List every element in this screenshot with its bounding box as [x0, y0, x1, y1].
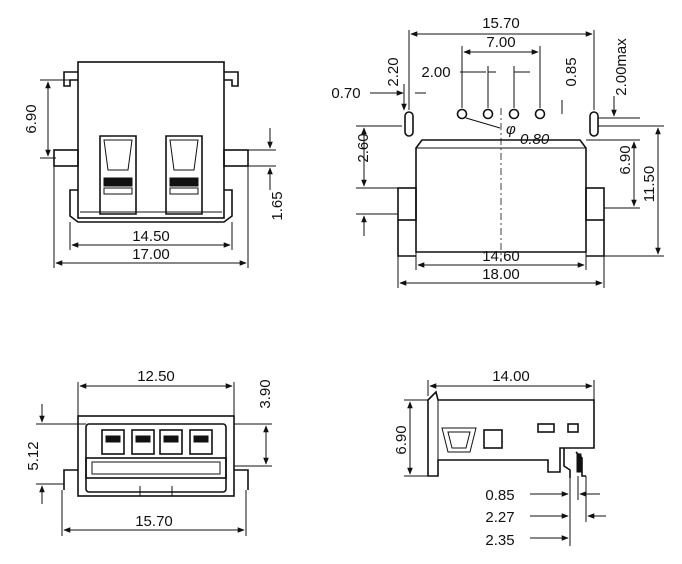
top-pin-1 — [456, 108, 468, 120]
dim-side-lead-085: 0.85 — [485, 487, 514, 504]
side-view: 14.00 6.90 0.85 2.27 2.35 — [393, 368, 606, 549]
dim-front-height: 6.90 — [23, 104, 40, 133]
dim-port-outer: 15.70 — [135, 513, 173, 530]
front-feet — [69, 189, 233, 223]
front-peg-right — [223, 149, 249, 167]
side-leg-1 — [563, 448, 571, 478]
dim-port-height-390: 3.90 — [257, 379, 274, 408]
port-tongue — [85, 457, 227, 479]
dim-top-height-690: 6.90 — [617, 145, 634, 174]
top-peg-left — [397, 187, 417, 221]
side-slot-1 — [537, 423, 555, 433]
side-slot-2 — [567, 423, 579, 433]
front-contact-right — [165, 135, 203, 215]
dim-top-offset: 2.60 — [355, 133, 372, 162]
top-pin-2 — [482, 108, 494, 120]
dim-top-height-1150: 11.50 — [641, 166, 658, 202]
dim-front-outer: 17.00 — [132, 246, 170, 263]
dim-top-lead-070: 0.70 — [331, 85, 360, 102]
dim-top-hole: 0.80 — [520, 131, 550, 148]
side-latch — [441, 427, 477, 453]
dim-top-lead-max: 2.00max — [613, 38, 630, 96]
dim-top-pitch: 7.00 — [486, 34, 515, 51]
dim-top-lead-220: 2.20 — [385, 57, 402, 86]
port-contact-4 — [189, 429, 213, 455]
dim-port-width: 12.50 — [137, 368, 175, 385]
dim-top-pin-pitch: 2.00 — [421, 64, 450, 81]
dim-side-length: 14.00 — [492, 368, 530, 385]
top-slot-left — [404, 111, 414, 137]
front-view: 6.90 1.65 14.50 17.00 — [23, 61, 286, 268]
top-slot-right — [589, 111, 599, 137]
port-contact-3 — [159, 429, 183, 455]
top-pin-3 — [508, 108, 520, 120]
front-peg-left — [53, 149, 79, 167]
dim-port-height-512: 5.12 — [25, 441, 42, 470]
front-body — [77, 61, 225, 219]
front-tab-left — [63, 71, 78, 87]
side-window — [483, 429, 503, 449]
top-view: 15.70 7.00 2.00 0.85 2.00max 2.20 0.70 φ… — [331, 15, 664, 288]
side-body — [427, 390, 595, 477]
top-peg-right — [585, 187, 605, 221]
front-tab-right — [224, 71, 239, 87]
dim-top-outer: 18.00 — [482, 266, 520, 283]
dim-side-lead-235: 2.35 — [485, 532, 514, 549]
dim-top-lead-085: 0.85 — [563, 57, 580, 86]
dim-front-lead: 1.65 — [269, 191, 286, 220]
front-contact-left — [99, 135, 137, 215]
port-view: 12.50 3.90 5.12 15.70 — [25, 368, 274, 536]
top-pin-4 — [534, 108, 546, 120]
port-contact-2 — [131, 429, 155, 455]
dim-top-width: 15.70 — [482, 15, 520, 32]
dim-front-inner: 14.50 — [132, 228, 170, 245]
dim-side-height: 6.90 — [393, 425, 410, 454]
port-contact-1 — [101, 429, 125, 455]
dim-side-lead-227: 2.27 — [485, 509, 514, 526]
dim-top-inner: 14.60 — [482, 248, 520, 265]
port-shell — [77, 415, 235, 497]
dim-top-hole-phi: φ — [506, 121, 516, 138]
